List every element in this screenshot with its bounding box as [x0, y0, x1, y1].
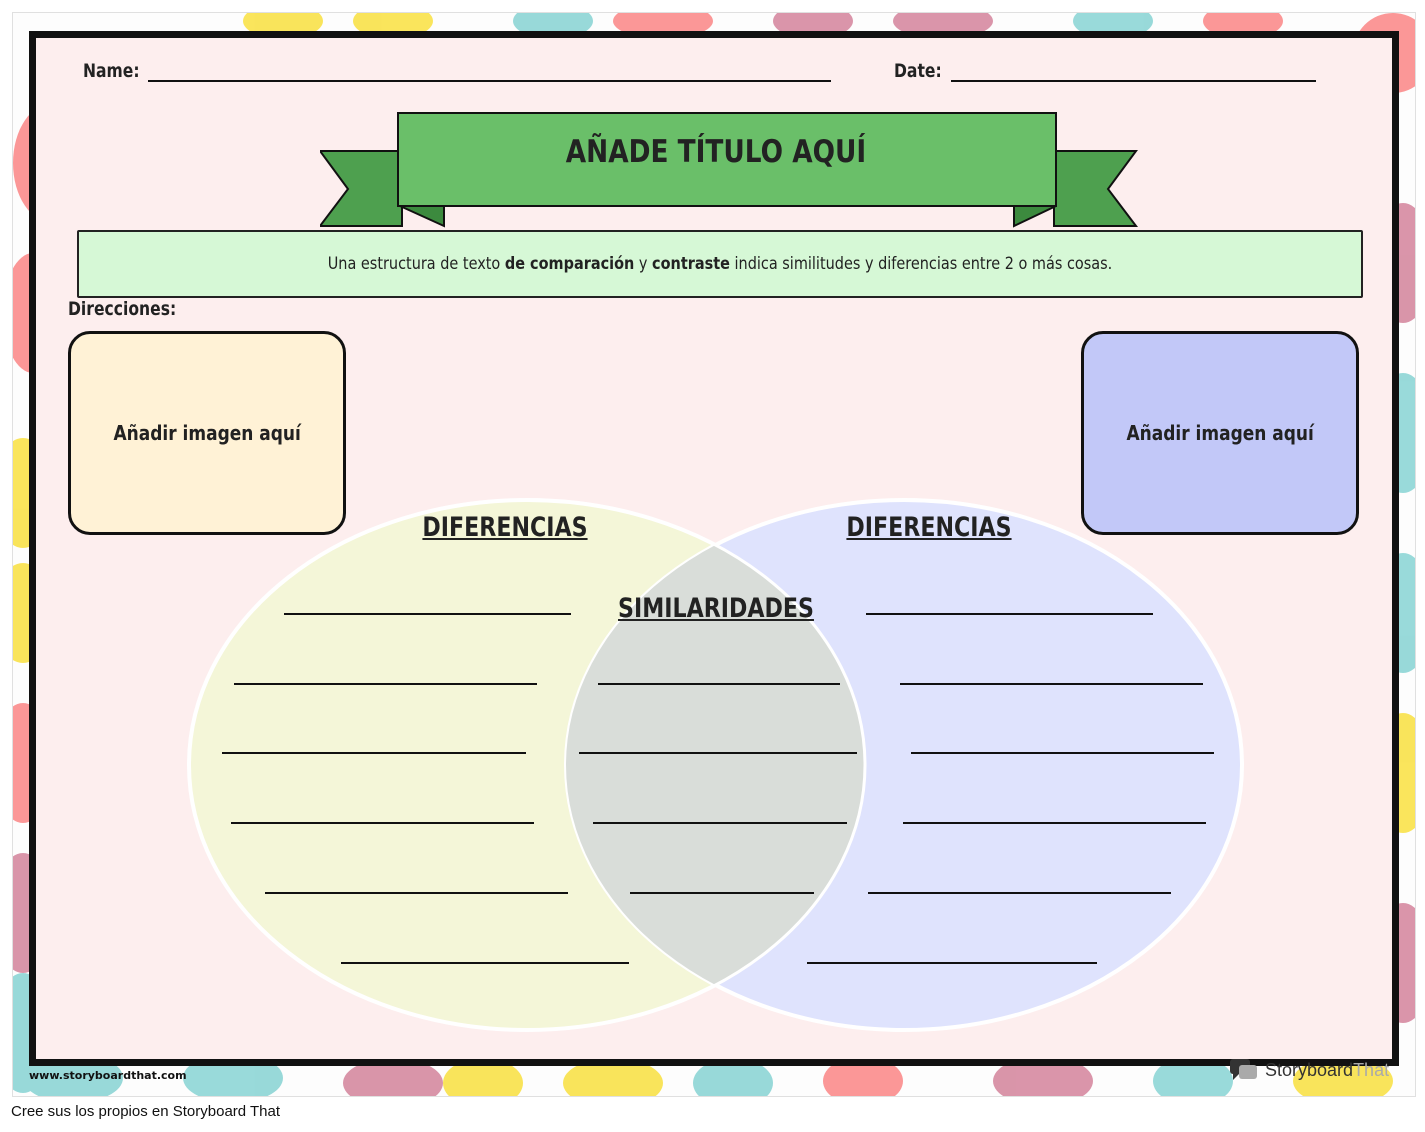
description-box: Una estructura de texto de comparación y…	[77, 230, 1363, 298]
venn-right-heading: DIFERENCIAS	[846, 512, 1012, 543]
title-banner	[320, 112, 1139, 228]
date-label: Date:	[894, 60, 942, 82]
chat-bubble-icon	[1230, 1059, 1257, 1080]
worksheet-frame: Name: Date: AÑADE TÍTULO AQUÍ Una estruc…	[12, 12, 1416, 1097]
page-title[interactable]: AÑADE TÍTULO AQUÍ	[565, 134, 867, 170]
directions-label: Direcciones:	[68, 298, 177, 320]
image-placeholder-right[interactable]: Añadir imagen aquí	[1081, 331, 1359, 535]
date-line[interactable]	[951, 80, 1316, 82]
venn-diagram	[187, 498, 1244, 1032]
venn-left-heading: DIFERENCIAS	[422, 512, 588, 543]
description-text: Una estructura de texto de comparación y…	[327, 254, 1113, 274]
caption-link[interactable]: Cree sus los propios en Storyboard That	[11, 1103, 281, 1120]
venn-right-lines	[807, 613, 1214, 964]
venn-left-lines	[222, 613, 629, 964]
brand-first: Storyboard	[1265, 1059, 1354, 1080]
name-line[interactable]	[148, 80, 831, 82]
footer-url[interactable]: www.storyboardthat.com	[29, 1069, 187, 1082]
venn-center-lines	[579, 683, 857, 894]
name-label: Name:	[83, 60, 140, 82]
image-right-label: Añadir imagen aquí	[1126, 421, 1314, 445]
image-left-label: Añadir imagen aquí	[113, 421, 301, 445]
venn-center-heading: SIMILARIDADES	[618, 593, 814, 624]
image-placeholder-left[interactable]: Añadir imagen aquí	[68, 331, 346, 535]
brand-second: That	[1353, 1059, 1390, 1080]
worksheet-sheet: Name: Date: AÑADE TÍTULO AQUÍ Una estruc…	[29, 31, 1399, 1066]
venn-overlap	[566, 500, 865, 1030]
